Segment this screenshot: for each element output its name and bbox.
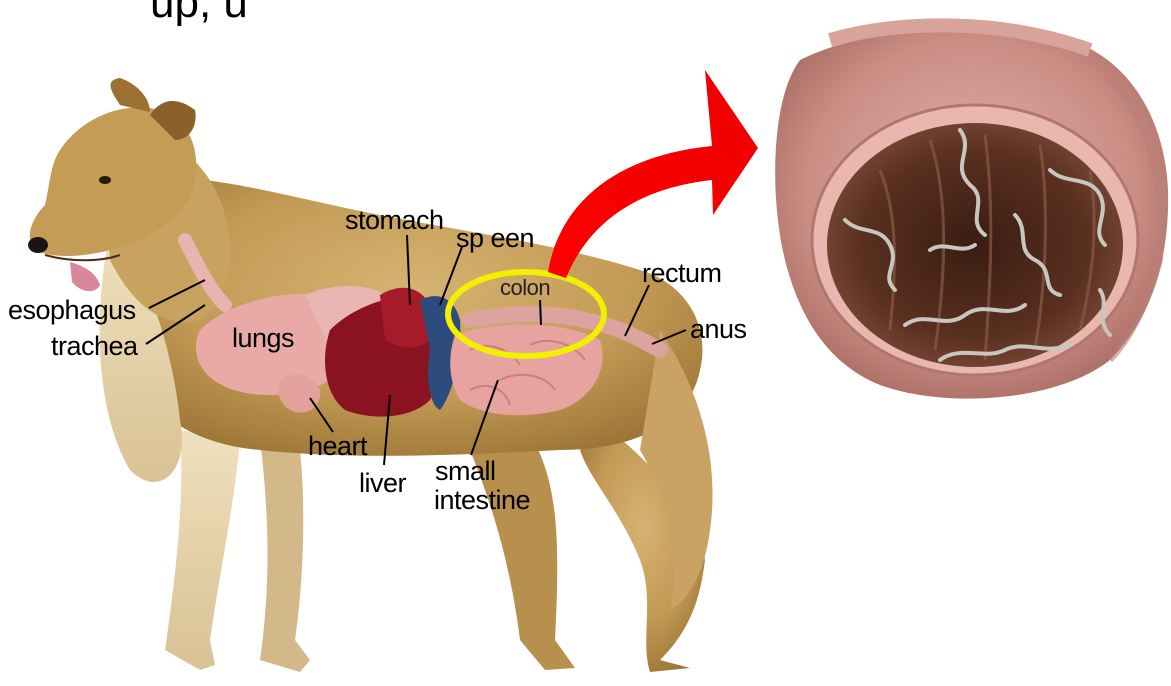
label-spleen: sp een <box>456 225 534 252</box>
label-rectum: rectum <box>642 260 722 287</box>
label-liver: liver <box>359 470 406 497</box>
label-esophagus: esophagus <box>8 297 136 324</box>
dog-front-leg-far <box>260 440 310 672</box>
label-stomach: stomach <box>345 207 444 234</box>
label-heart: heart <box>308 433 367 460</box>
dog-tongue <box>70 262 100 291</box>
label-small: small <box>435 458 496 485</box>
label-lungs: lungs <box>232 325 294 352</box>
dog-nose <box>28 237 48 253</box>
red-curved-arrow <box>548 70 758 278</box>
label-trachea: trachea <box>51 333 138 360</box>
label-anus: anus <box>690 316 747 343</box>
dog-ear <box>111 78 150 112</box>
label-colon: colon <box>500 277 550 299</box>
label-intestine: intestine <box>434 487 530 514</box>
dog-eye <box>99 176 111 184</box>
colon-cross-section <box>775 25 1168 398</box>
